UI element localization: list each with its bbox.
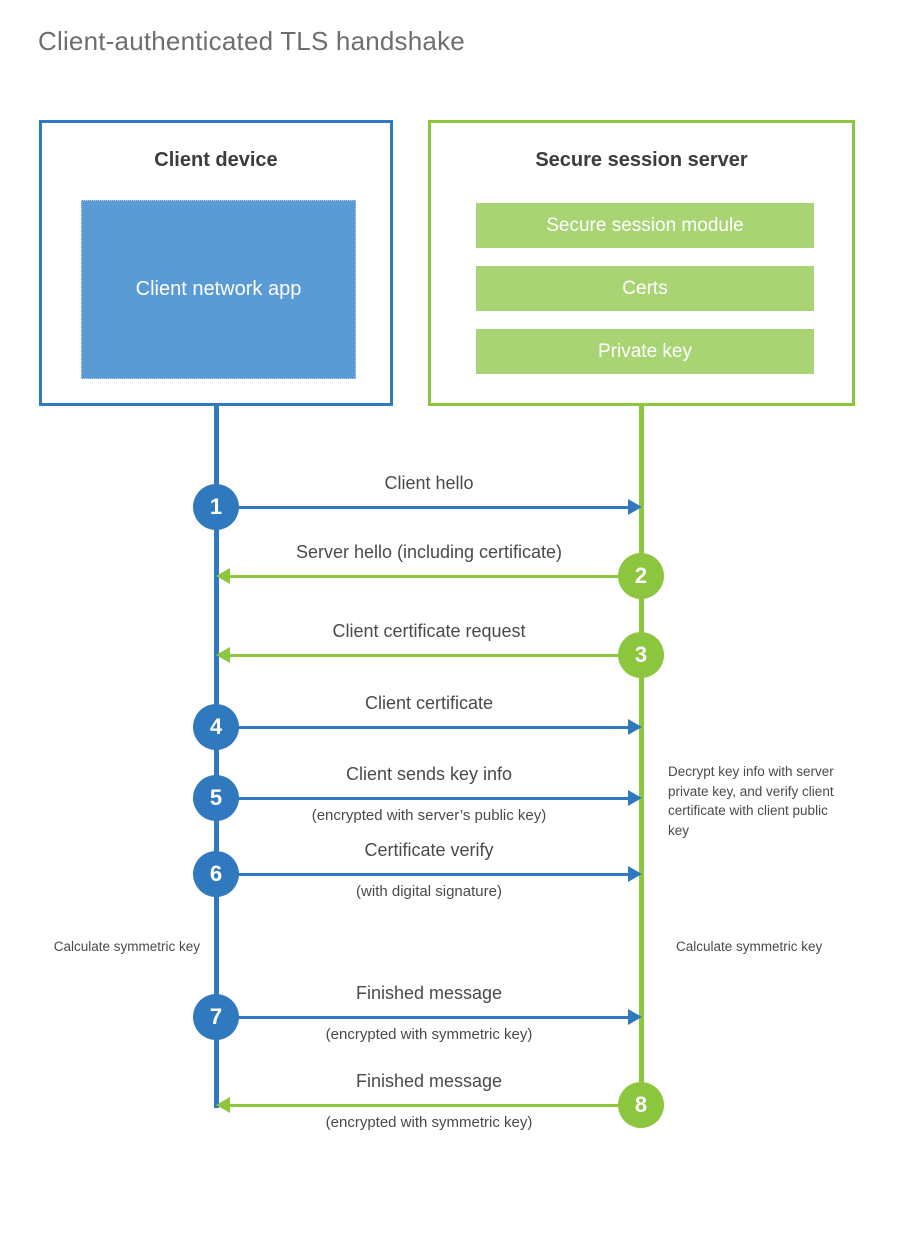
arrow-shaft [216, 726, 632, 729]
arrow-head-right-icon [628, 719, 642, 735]
arrow-head-left-icon [216, 647, 230, 663]
message-sublabel: (encrypted with symmetric key) [325, 1026, 533, 1043]
arrow-shaft [224, 575, 640, 578]
arrow-shaft [224, 654, 640, 657]
annotation-server-decrypt: Decrypt key info with server private key… [668, 764, 834, 838]
message-label: Finished message [355, 983, 503, 1003]
arrow-shaft [224, 1104, 640, 1107]
step-badge-7: 7 [193, 994, 239, 1040]
page-title: Client-authenticated TLS handshake [38, 26, 465, 56]
server-component-private-key: Private key [476, 329, 814, 374]
arrow-shaft [216, 506, 632, 509]
step-badge-1: 1 [193, 484, 239, 530]
message-sublabel: (encrypted with server’s public key) [311, 807, 547, 824]
server-lifeline [639, 404, 644, 1106]
client-lifeline [214, 404, 219, 1108]
server-component-label: Secure session module [546, 214, 744, 236]
server-component-label: Private key [598, 340, 692, 362]
step-badge-5: 5 [193, 775, 239, 821]
step-badge-2: 2 [618, 553, 664, 599]
step-badge-6: 6 [193, 851, 239, 897]
message-sublabel: (encrypted with symmetric key) [325, 1114, 533, 1131]
message-label: Server hello (including certificate) [295, 542, 563, 562]
message-label: Finished message [355, 1071, 503, 1091]
message-label: Client hello [384, 473, 474, 493]
annotation-client-calculate-symmetric-key: Calculate symmetric key [53, 939, 200, 954]
arrow-head-right-icon [628, 866, 642, 882]
arrow-head-left-icon [216, 1097, 230, 1113]
message-label: Client sends key info [345, 764, 513, 784]
step-badge-4: 4 [193, 704, 239, 750]
arrow-head-right-icon [628, 499, 642, 515]
arrow-head-right-icon [628, 790, 642, 806]
message-label: Certificate verify [364, 840, 494, 860]
client-network-app-block: Client network app [81, 200, 356, 379]
server-component-label: Certs [622, 277, 668, 299]
step-badge-8: 8 [618, 1082, 664, 1128]
arrow-shaft [216, 1016, 632, 1019]
secure-session-server-title: Secure session server [535, 149, 748, 171]
arrow-shaft [216, 797, 632, 800]
arrow-head-right-icon [628, 1009, 642, 1025]
message-label: Client certificate [364, 693, 494, 713]
message-label: Client certificate request [332, 621, 526, 641]
arrow-shaft [216, 873, 632, 876]
client-device-box: Client device Client network app [39, 120, 393, 406]
step-badge-3: 3 [618, 632, 664, 678]
message-sublabel: (with digital signature) [356, 883, 502, 900]
arrow-head-left-icon [216, 568, 230, 584]
secure-session-server-box: Secure session server Secure session mod… [428, 120, 855, 406]
client-network-app-label: Client network app [135, 278, 302, 301]
server-component-secure-session-module: Secure session module [476, 203, 814, 248]
client-device-title: Client device [154, 149, 278, 171]
server-component-certs: Certs [476, 266, 814, 311]
annotation-server-calculate-symmetric-key: Calculate symmetric key [676, 939, 823, 954]
